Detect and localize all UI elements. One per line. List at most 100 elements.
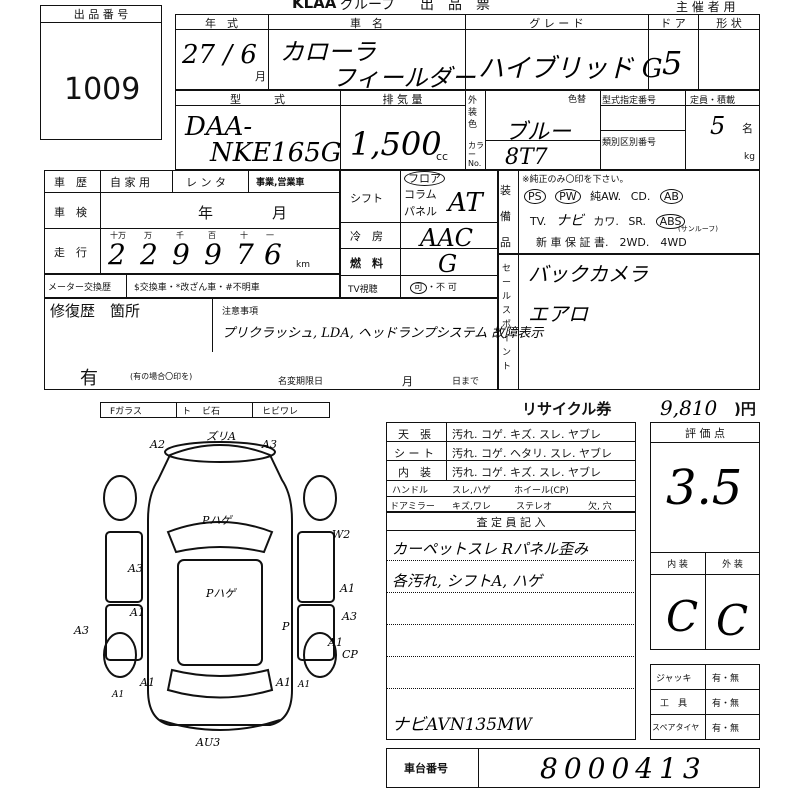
mileage-digit-1: 2 — [108, 238, 126, 271]
shift-column: コラム — [404, 188, 437, 201]
tv-no: ・不 可 — [427, 283, 457, 293]
handle-items: スレ,ハゲ — [452, 486, 491, 496]
dmg-rear-a1-1: A1 — [298, 680, 311, 690]
rename-deadline-day: 日まで — [452, 377, 480, 387]
capacity-kg: kg — [744, 152, 755, 162]
model-label: 型 式 — [230, 93, 285, 106]
repair-box — [44, 298, 498, 390]
car-name-line1: カローラ — [280, 38, 376, 66]
tire-rear-right — [303, 632, 337, 678]
dmg-rear-left: A1 — [276, 676, 291, 689]
dmg-left-rear-door: A1 — [130, 606, 145, 619]
interior-check-box — [386, 422, 636, 512]
capacity-label: 定員・積載 — [690, 96, 736, 106]
glass-to-label: ト — [182, 407, 192, 417]
model-line1: DAA- — [185, 112, 253, 142]
mileage-digit-2: 2 — [140, 238, 158, 271]
grade-value: ハイブリッド G — [478, 54, 663, 84]
dmg-bonnet: Pハゲ — [202, 514, 232, 527]
mileage-digit-4: 9 — [204, 238, 222, 271]
car-outline — [147, 444, 293, 726]
lot-number-box — [40, 5, 162, 140]
mileage-unit-1: 一 — [266, 231, 274, 240]
inspector-navi: ナビAVN135MW — [392, 715, 532, 735]
equipment-row3: 新 車 保 証 書. 2WD. 4WD — [536, 236, 687, 249]
fuel-value: G — [438, 250, 458, 278]
equip-ab: AB — [659, 189, 683, 204]
mileage-unit-1k: 千 — [176, 231, 184, 240]
history-rental: レ ン タ — [186, 176, 226, 189]
stereo-items: 欠, 穴 — [588, 502, 612, 512]
history-private: 自 家 用 — [110, 176, 150, 189]
shape-label: 形 状 — [716, 17, 742, 30]
class-number-label: 類別区別番号 — [602, 138, 657, 148]
mileage-unit-10: 十 — [240, 231, 248, 240]
equip-pw: PW — [555, 189, 581, 204]
tv-yes-circle: 可 — [410, 282, 428, 294]
dmg-front-left: A2 — [150, 438, 165, 451]
recycle-unit: )円 — [734, 400, 756, 418]
dmg-right-front-fender: W2 — [332, 528, 351, 541]
dmg-front-right: A3 — [262, 438, 277, 451]
rating-exterior-value: C — [716, 596, 749, 645]
color-change-label: 色替 — [568, 95, 587, 105]
type-number-label: 型式指定番号 — [602, 96, 657, 106]
mileage-label: 走 行 — [54, 246, 87, 259]
year-label: 年 式 — [205, 17, 238, 30]
inspection-month: 月 — [272, 204, 288, 222]
mileage-digit-6: 6 — [264, 238, 282, 271]
equip-abs: ABS — [655, 214, 686, 229]
capacity-unit: 名 — [742, 122, 753, 135]
grade-label: グ レ ー ド — [529, 17, 584, 30]
door-right-rear — [297, 604, 335, 661]
repair-note: (有の場合〇印を) — [130, 372, 193, 381]
vehicle-info-box — [175, 14, 760, 90]
mileage-digit-3: 9 — [172, 238, 190, 271]
interior-items: 汚れ. コゲ. キズ. スレ. ヤブレ — [452, 466, 601, 479]
windshield — [166, 521, 274, 554]
tool-jack-value: 有・無 — [712, 674, 740, 684]
dmg-front-bumper: ズリA — [206, 430, 236, 443]
ceiling-items: 汚れ. コゲ. キズ. スレ. ヤブレ — [452, 428, 601, 441]
rating-interior-label: 内 装 — [667, 560, 688, 570]
displacement-unit: cc — [436, 150, 449, 163]
handle-label: ハンドル — [392, 486, 429, 496]
tv-label: TV視聴 — [348, 285, 378, 295]
equip-navi: ナビ — [555, 213, 584, 229]
chassis-value: 8000413 — [540, 752, 707, 785]
year-value: 27 / 6 — [182, 40, 257, 70]
inspector-label: 査 定 員 記 入 — [476, 516, 546, 529]
dmg-rear-a1-2: A1 — [112, 690, 125, 700]
ac-value: AAC — [420, 224, 474, 252]
interior-label: 内 装 — [398, 466, 431, 479]
lot-number-label: 出 品 番 号 — [73, 8, 129, 21]
fuel-label: 燃 料 — [350, 257, 383, 270]
color-code-value: 8T7 — [505, 145, 548, 170]
door-right-front — [297, 531, 335, 603]
ceiling-label: 天 張 — [398, 428, 431, 441]
meter-box — [44, 274, 340, 298]
dmg-right-rear-door: A3 — [342, 610, 357, 623]
model-line2: NKE165G — [210, 138, 342, 168]
car-name-label: 車 名 — [350, 17, 383, 30]
repair-value: 有 — [80, 368, 98, 389]
doors-value: 5 — [662, 44, 683, 82]
equip-tv: TV. — [530, 215, 547, 228]
sales-point-line1: バックカメラ — [528, 262, 648, 286]
door-left-rear — [105, 604, 143, 661]
mileage-unit-100k: 十万 — [110, 231, 126, 240]
displacement-value: 1,500 — [350, 125, 442, 163]
dmg-right-rear-fender: A1 — [328, 636, 343, 649]
header-exhibit: 出 品 票 — [420, 0, 490, 13]
dmg-right-panel: P — [282, 620, 290, 633]
lot-number: 1009 — [64, 72, 141, 107]
glass-crack-label: ヒビワレ — [262, 407, 299, 417]
displacement-label: 排 気 量 — [382, 93, 423, 106]
sales-point-box — [498, 254, 760, 390]
shift-value: AT — [448, 188, 483, 218]
dmg-left-rear-fender: A1 — [140, 676, 155, 689]
equip-cd: CD. — [630, 190, 651, 203]
mileage-unit-100: 百 — [208, 231, 216, 240]
stereo-label: ステレオ — [516, 502, 553, 512]
model-box — [175, 90, 760, 170]
